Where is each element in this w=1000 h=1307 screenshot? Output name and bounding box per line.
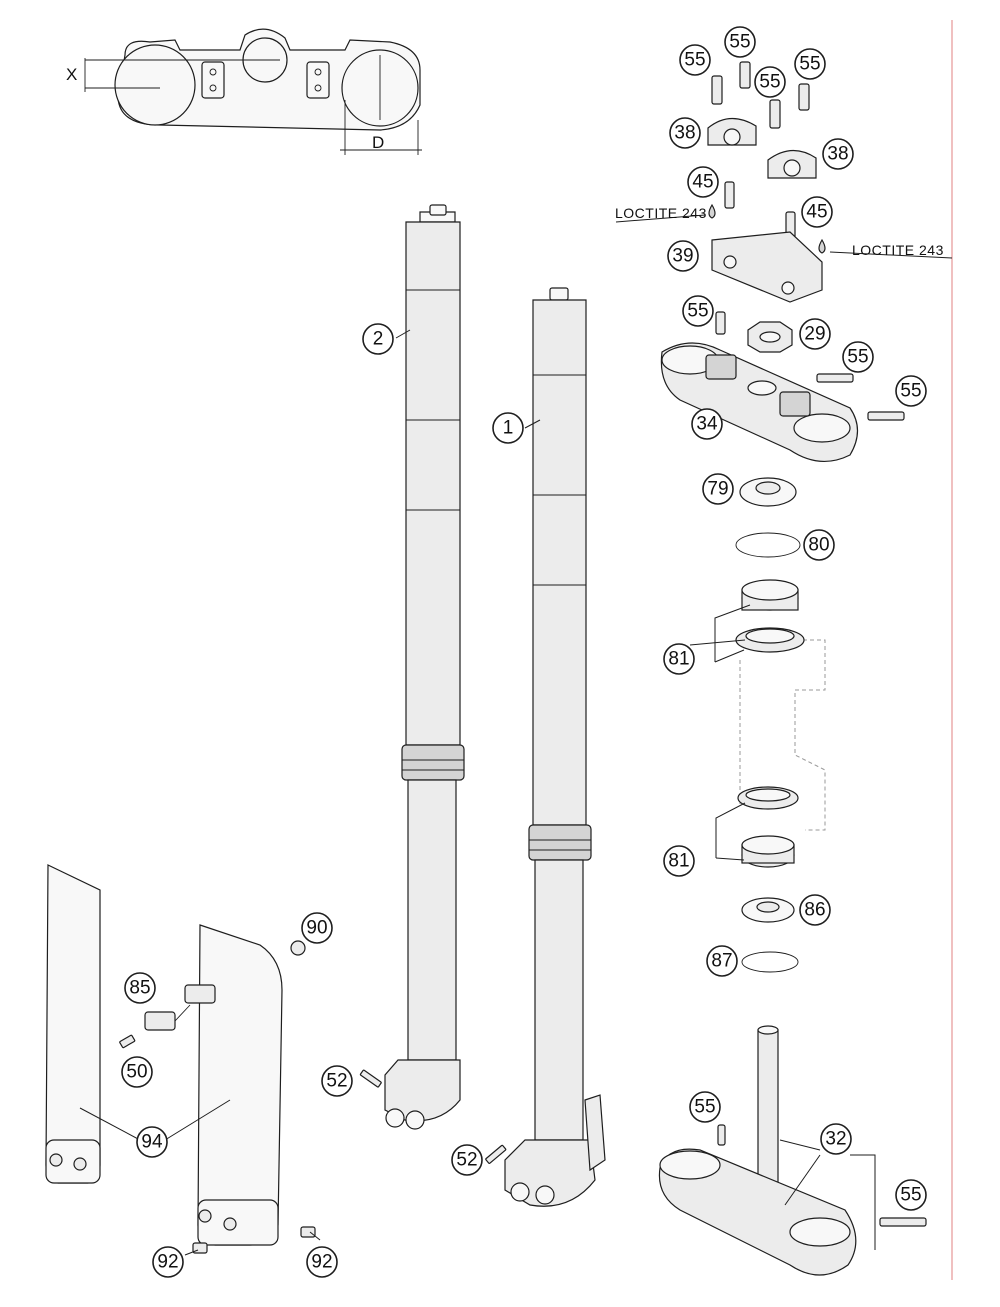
callout-55-e: 55 — [682, 295, 714, 327]
svg-text:92: 92 — [311, 1252, 332, 1273]
svg-text:45: 45 — [806, 202, 827, 223]
svg-text:81: 81 — [668, 649, 689, 670]
dust-seal-79 — [739, 477, 797, 507]
dimension-d: D — [372, 133, 384, 152]
svg-text:55: 55 — [759, 72, 780, 93]
handlebar-clamp-38-right — [767, 149, 817, 179]
o-ring-87 — [741, 951, 799, 973]
svg-text:85: 85 — [129, 978, 150, 999]
handlebar-clamp-38-left — [707, 117, 757, 146]
dimension-x: X — [66, 65, 77, 84]
upper-triple-clamp-34 — [660, 342, 905, 463]
callout-38-a: 38 — [669, 117, 701, 149]
svg-text:2: 2 — [373, 329, 384, 350]
svg-text:55: 55 — [799, 54, 820, 75]
callout-94: 94 — [136, 1126, 168, 1158]
svg-text:55: 55 — [729, 32, 750, 53]
callout-50: 50 — [121, 1056, 153, 1088]
seal-86 — [741, 897, 795, 923]
handlebar-screws-55 — [711, 61, 810, 129]
callout-55-d: 55 — [794, 48, 826, 80]
svg-text:55: 55 — [900, 381, 921, 402]
triple-clamp-inset — [84, 28, 422, 155]
callout-34: 34 — [691, 408, 723, 440]
callout-55-g: 55 — [895, 375, 927, 407]
svg-text:55: 55 — [847, 347, 868, 368]
callout-32: 32 — [820, 1123, 852, 1155]
loctite-note-right: LOCTITE 243 — [852, 242, 944, 258]
svg-text:38: 38 — [827, 144, 848, 165]
svg-text:52: 52 — [456, 1150, 477, 1171]
nut-29 — [747, 321, 793, 353]
svg-text:55: 55 — [684, 50, 705, 71]
fork-leg-2 — [384, 204, 465, 1130]
bolt-52-left — [359, 1069, 382, 1088]
svg-text:80: 80 — [808, 535, 829, 556]
guard-clip-85 — [119, 984, 216, 1049]
callout-55-a: 55 — [679, 44, 711, 76]
svg-text:34: 34 — [696, 414, 718, 435]
svg-text:32: 32 — [825, 1129, 846, 1150]
screws-45 — [708, 181, 826, 254]
callout-79: 79 — [702, 473, 734, 505]
svg-text:38: 38 — [674, 123, 695, 144]
fork-guard-left — [45, 864, 101, 1184]
svg-text:90: 90 — [306, 918, 327, 939]
callout-55-b: 55 — [724, 26, 756, 58]
callout-90: 90 — [301, 912, 333, 944]
callout-55-i: 55 — [895, 1179, 927, 1211]
svg-text:29: 29 — [804, 324, 825, 345]
svg-text:39: 39 — [672, 246, 693, 267]
screw-55-upper-clamp — [715, 311, 726, 335]
callout-87: 87 — [706, 945, 738, 977]
callout-92-a: 92 — [152, 1246, 184, 1278]
svg-text:86: 86 — [804, 900, 825, 921]
nut-90 — [290, 940, 306, 956]
callout-52-b: 52 — [451, 1144, 483, 1176]
svg-text:55: 55 — [900, 1185, 921, 1206]
callout-39: 39 — [667, 240, 699, 272]
callout-81-a: 81 — [663, 643, 695, 675]
fork-leg-1 — [504, 287, 606, 1207]
svg-text:52: 52 — [326, 1071, 347, 1092]
callout-38-b: 38 — [822, 138, 854, 170]
callout-81-b: 81 — [663, 845, 695, 877]
svg-text:87: 87 — [711, 951, 732, 972]
callout-85: 85 — [124, 972, 156, 1004]
callout-92-b: 92 — [306, 1246, 338, 1278]
callout-55-f: 55 — [842, 341, 874, 373]
svg-text:1: 1 — [503, 418, 514, 439]
bearing-81-upper — [735, 579, 805, 653]
loctite-note-left: LOCTITE 243 — [615, 205, 707, 221]
svg-text:50: 50 — [126, 1062, 147, 1083]
bearing-81-lower — [737, 786, 799, 868]
callout-86: 86 — [799, 894, 831, 926]
svg-text:81: 81 — [668, 851, 689, 872]
fork-guard-right — [197, 924, 283, 1246]
callout-29: 29 — [799, 318, 831, 350]
steering-head-outline — [739, 639, 826, 831]
callout-55-c: 55 — [754, 66, 786, 98]
lower-triple-clamp — [658, 1124, 927, 1276]
callout-80: 80 — [803, 529, 835, 561]
svg-text:55: 55 — [694, 1097, 715, 1118]
o-ring-80 — [735, 532, 801, 558]
svg-text:94: 94 — [141, 1132, 163, 1153]
bolt-52-right — [485, 1144, 507, 1164]
svg-text:79: 79 — [707, 479, 728, 500]
callout-1: 1 — [492, 412, 524, 444]
callout-52-a: 52 — [321, 1065, 353, 1097]
callout-45-b: 45 — [801, 196, 833, 228]
svg-text:55: 55 — [687, 301, 708, 322]
svg-text:45: 45 — [692, 172, 713, 193]
bar-mount-39 — [711, 231, 823, 303]
callout-55-h: 55 — [689, 1091, 721, 1123]
callout-2: 2 — [362, 323, 394, 355]
svg-text:92: 92 — [157, 1252, 178, 1273]
leader-lines — [79, 329, 876, 1256]
callout-45-a: 45 — [687, 166, 719, 198]
